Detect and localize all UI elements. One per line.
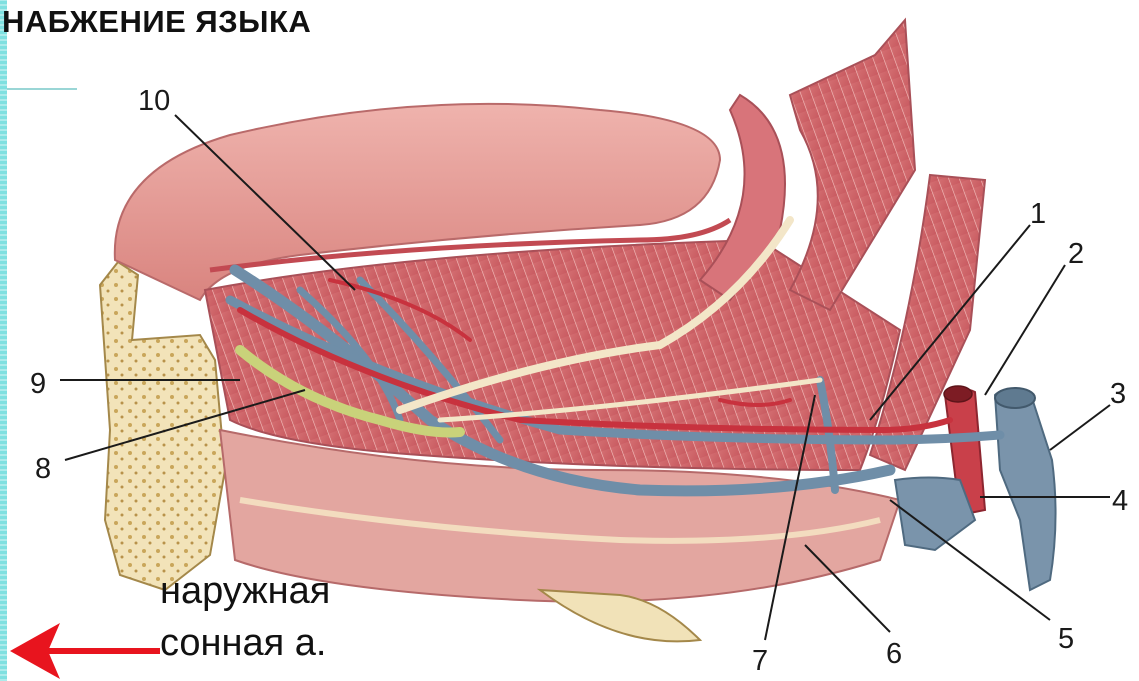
label-8: 8: [35, 453, 51, 485]
label-10: 10: [138, 85, 170, 117]
label-7: 7: [752, 645, 768, 677]
red-left-arrow-icon: [10, 623, 160, 679]
mandible-bone: [100, 262, 225, 590]
label-1: 1: [1030, 198, 1046, 230]
label-2: 2: [1068, 238, 1084, 270]
caption-line-1: наружная: [160, 565, 330, 617]
label-5: 5: [1058, 623, 1074, 655]
caption-line-2: сонная а.: [160, 617, 330, 669]
label-6: 6: [886, 638, 902, 670]
label-3: 3: [1110, 378, 1126, 410]
external-carotid-caption: наружная сонная а.: [160, 565, 330, 669]
label-9: 9: [30, 368, 46, 400]
label-4: 4: [1112, 485, 1128, 517]
